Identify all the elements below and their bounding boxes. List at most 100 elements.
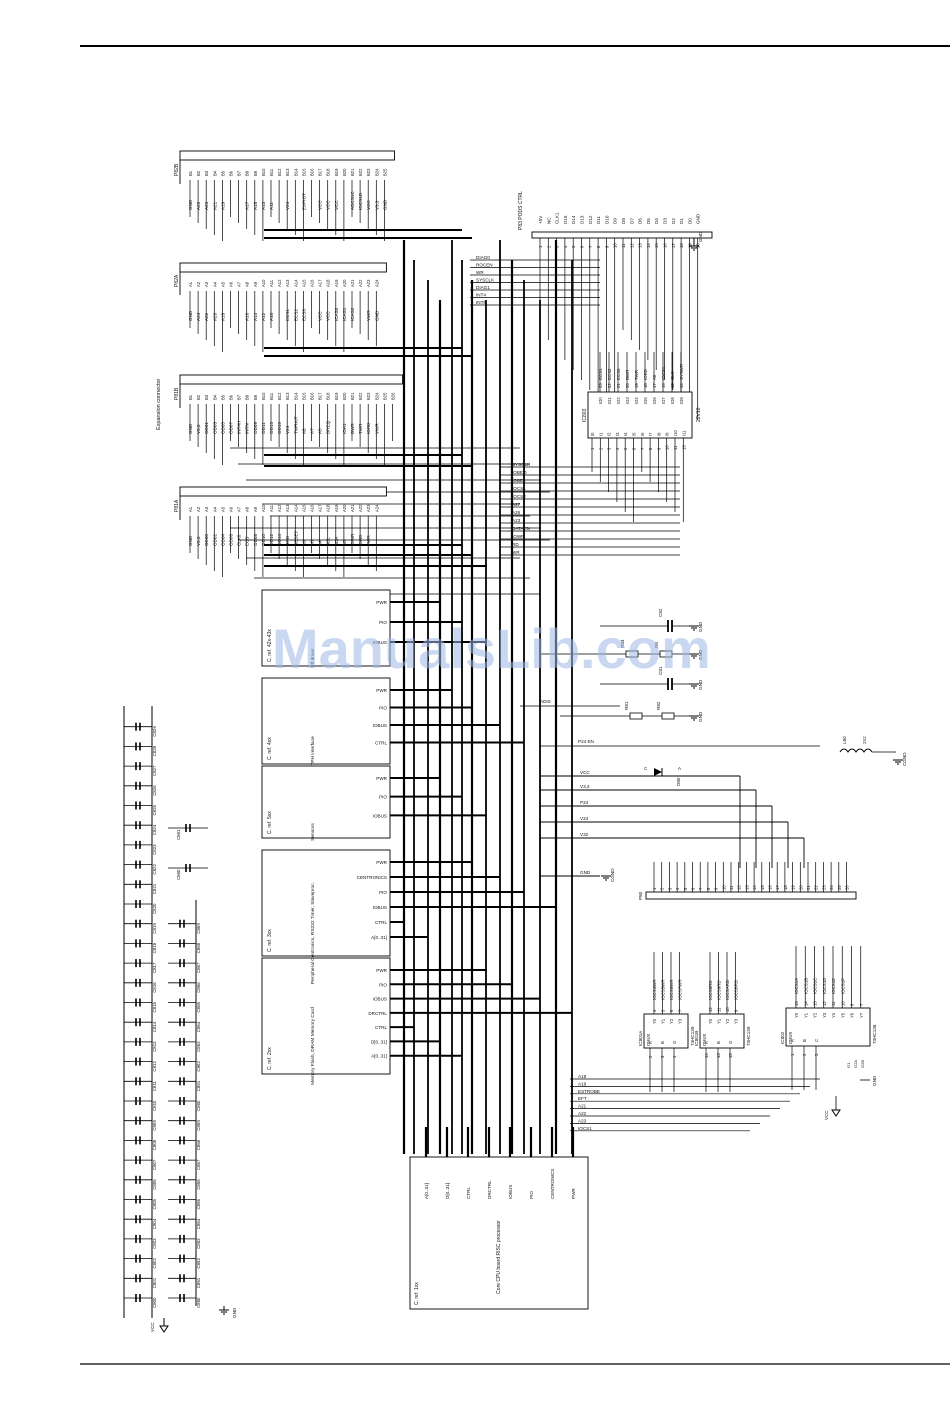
connector-p81b-signal: A7: [310, 428, 315, 434]
ic803-name: IC803: [582, 408, 588, 422]
block-memory-title: Memory Flash, DRAM Memory Card: [310, 1007, 316, 1085]
ic803-in-pin: 10: [665, 445, 670, 450]
block-periph-port: CTRL: [375, 920, 387, 925]
ic803-out-pin: 18: [643, 383, 648, 388]
connector-p82b-pin: B5: [220, 170, 225, 176]
connector-p82b-signal: IOCS1D: [358, 192, 363, 210]
decoder-out-pin: 10: [725, 1007, 730, 1012]
decoder-in-name: C: [814, 1039, 819, 1042]
rail-label: V24: [580, 816, 589, 821]
block-stm-port: PWR: [376, 600, 387, 605]
cap-c801-label: C801: [152, 1277, 157, 1288]
connector-p81b-signal: BWR: [350, 423, 355, 434]
connector-p81b-signal: TWR: [358, 423, 363, 434]
bus-label-upper: DIAG1: [476, 285, 490, 290]
connector-p83-signal: D13: [580, 215, 585, 224]
connector-p82a-pin: A3: [204, 281, 209, 287]
connector-p83-pin: 2: [546, 245, 551, 248]
connector-p82a-pin: A13: [285, 279, 290, 287]
decoder-ic801b-type: DMUX: [702, 1033, 707, 1046]
connector-p81a-pin: A14: [293, 504, 298, 512]
connector-p82b-pin: B17: [318, 168, 323, 176]
ic803-in-pin: 11: [673, 445, 678, 450]
decoder-out-name: Y4: [831, 1012, 836, 1018]
cap-c827-label: C827: [152, 765, 157, 776]
cap-c863-label: C863: [196, 1041, 201, 1052]
connector-p80-pin: 16: [768, 885, 773, 890]
connector-p81a-signal: V3,3: [196, 536, 201, 546]
connector-p81b-pin: B8: [245, 394, 250, 400]
connector-p82b-signal: GND: [188, 199, 193, 210]
connector-p82a-pin: A14: [293, 279, 298, 287]
connector-p81a-signal: OD08: [253, 534, 258, 546]
core-port: CENTRONICS: [550, 1169, 555, 1199]
res-r82-label: R82: [656, 701, 661, 710]
block-memory-port: DRCTRL: [368, 1011, 387, 1016]
cap-c867-label: C867: [196, 962, 201, 973]
core-port: IOBUS: [508, 1185, 513, 1199]
cap-c857-label: C857: [196, 1159, 201, 1170]
connector-p81a-pin: A17: [318, 504, 323, 512]
connector-p82a-pin: A19: [334, 279, 339, 287]
block-periph-ref: C. ref. 3xx: [267, 929, 273, 952]
block-tph-port: CTRL: [375, 741, 387, 746]
decoder-in-name: B: [660, 1041, 665, 1044]
ic803-out-signal: A0: [652, 374, 657, 380]
connector-p83-signal: D15: [563, 215, 568, 224]
decoder-in-pin: 15: [728, 1053, 733, 1058]
ic803-in-name: I3: [615, 432, 620, 436]
ic803-out-signal: SYSWR: [679, 364, 684, 380]
gnd-bottom-label: GND: [232, 1307, 237, 1318]
ic803-in-name: I4: [623, 432, 628, 436]
bus-label-mid: IOBEO: [512, 470, 527, 475]
connector-p83-pin: 8: [596, 245, 601, 248]
decoder-ic801a-name: IC801A: [638, 1030, 643, 1046]
connector-p82b-signal: A13: [261, 201, 266, 210]
gnd-c81-label: GND: [698, 679, 703, 690]
decoder-out-pin: 4: [652, 1009, 657, 1012]
bottom-bus-label: IOCS1: [578, 1126, 592, 1131]
ic803-out-signal: ECS3: [616, 368, 621, 380]
bus-label-mid: IOWR: [512, 534, 525, 539]
res-r81-label: R81: [624, 701, 629, 710]
cap-c852-label: C852: [196, 1258, 201, 1269]
block-memory-port: D[0..31]: [371, 1039, 387, 1044]
connector-p81b-pin: B4: [212, 394, 217, 400]
connector-p81b-signal: IOA1: [342, 423, 347, 434]
connector-p80-pin: 22: [814, 885, 819, 890]
cap-c862-label: C862: [196, 1061, 201, 1072]
connector-p82a-pin: A17: [318, 279, 323, 287]
connector-p81a-pin: A10: [261, 504, 266, 512]
connector-p81a-signal: RESET: [293, 530, 298, 546]
connector-p80-pin: 1: [652, 887, 657, 890]
connector-p83-signal: +5V: [538, 215, 543, 224]
connector-p81b-signal: GND: [188, 423, 193, 434]
decoder-out-pin: 10: [840, 1001, 845, 1006]
block-memory-port: IOBUS: [373, 997, 387, 1002]
decoder-in-name: A: [704, 1041, 709, 1044]
ic803-out-pin: 15: [670, 383, 675, 388]
cap-c865-label: C865: [196, 1001, 201, 1012]
connector-p80-pin: 13: [744, 885, 749, 890]
connector-p81b-signal: TWRAIT: [293, 416, 298, 434]
bus-label-upper: WR: [476, 270, 484, 275]
cap-c809-label: C809: [152, 1120, 157, 1131]
block-periph-port: A[0..31]: [371, 935, 387, 940]
ic803-out-pin: 23: [598, 383, 603, 388]
connector-p81a-pin: A20: [342, 504, 347, 512]
gnd-label-main: GND: [580, 870, 591, 875]
connector-p80-pin: 25: [837, 885, 842, 890]
cap-c818-label: C818: [152, 942, 157, 953]
res-r84: [625, 650, 639, 658]
cap-c853-label: C853: [196, 1238, 201, 1249]
connector-p80-pin: 5: [683, 887, 688, 890]
connector-p82a-signal: A20: [212, 312, 217, 321]
connector-p82b-pin: B14: [293, 168, 298, 176]
res-r8-label: R8: [654, 642, 659, 648]
connector-p82a-signal: A12: [261, 312, 266, 321]
connector-p82b-signal: VCC: [318, 200, 323, 210]
connector-p81a-pin: A4: [212, 506, 217, 512]
decoder-out-signal: IOCS1B: [803, 978, 808, 994]
bottom-bus-label: A22: [578, 1111, 587, 1116]
connector-p83-signal: CLK1: [555, 212, 560, 224]
